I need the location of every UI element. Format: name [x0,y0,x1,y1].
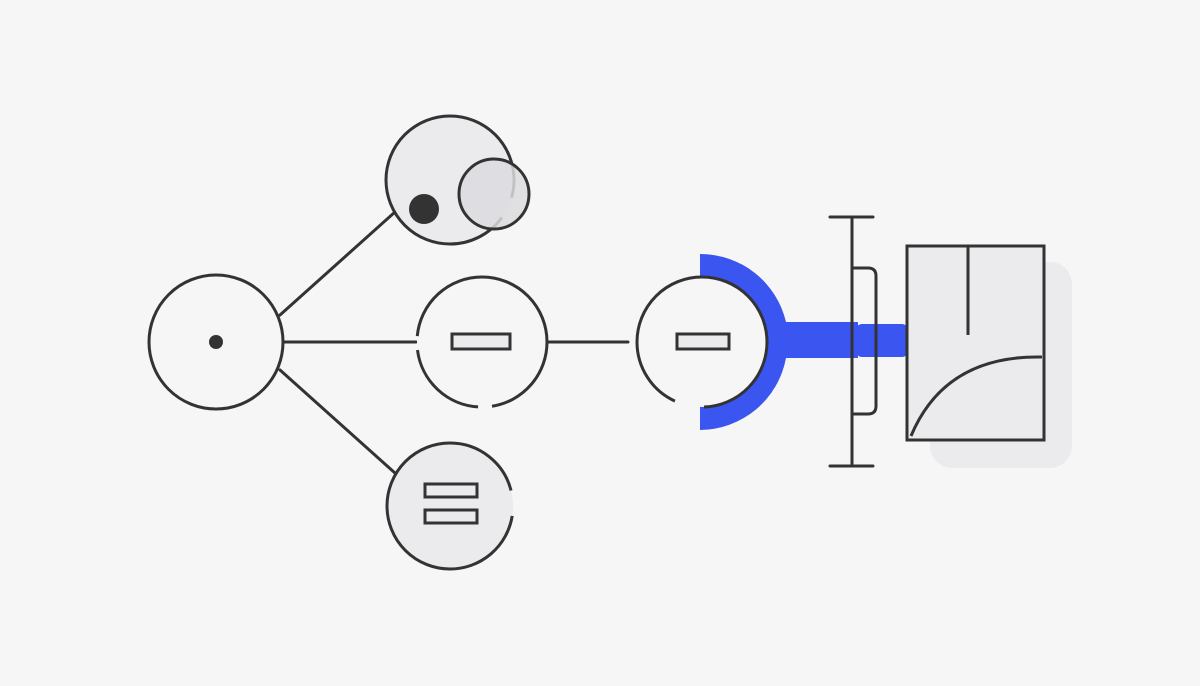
node-root[interactable] [147,273,285,411]
rail-bracket [828,215,878,468]
accent-connector [700,253,908,430]
curve-chart-icon [909,246,1043,437]
node-connector[interactable] [635,275,769,409]
node-middle[interactable] [415,275,549,409]
node-bottom[interactable] [385,441,515,571]
edge-root-top [278,210,397,317]
double-bar-icon [423,482,479,525]
overlap-circles-icon [409,157,531,231]
output-panel[interactable] [905,244,1072,468]
node-top[interactable] [384,114,531,246]
edge-root-bottom [278,368,397,475]
edges [278,210,630,475]
bar-icon [450,332,512,351]
dot-icon [209,335,223,349]
bar-icon [675,332,731,351]
